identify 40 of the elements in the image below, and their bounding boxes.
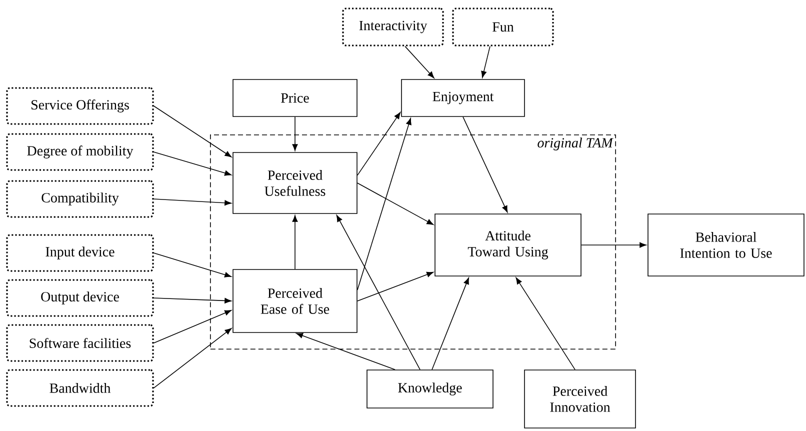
arrow — [357, 182, 434, 225]
factor-box: Fun — [452, 8, 554, 46]
arrow — [153, 106, 232, 158]
construct-box: Knowledge — [366, 370, 494, 408]
factor-box: Service Offerings — [6, 87, 154, 125]
arrow — [336, 214, 420, 370]
construct-box: Enjoyment — [401, 79, 525, 117]
arrow — [153, 310, 232, 344]
construct-box: Behavioral Intention to Use — [648, 214, 804, 276]
arrow — [296, 332, 396, 370]
arrow — [357, 112, 401, 176]
arrow — [481, 46, 490, 78]
arrow — [432, 278, 470, 370]
arrow — [153, 252, 232, 278]
factor-box: Compatibility — [6, 180, 154, 218]
factor-box: Output device — [6, 279, 154, 317]
factor-box: Interactivity — [342, 8, 444, 46]
construct-box: Perceived Innovation — [524, 370, 636, 428]
arrow — [153, 152, 232, 176]
construct-box: Perceived Ease of Use — [232, 269, 358, 333]
construct-box: Perceived Usefulness — [232, 152, 358, 214]
construct-box: Attitude Toward Using — [434, 214, 582, 276]
factor-box: Bandwidth — [6, 369, 154, 407]
arrow — [292, 215, 298, 270]
arrow — [516, 277, 576, 370]
factor-box: Input device — [6, 234, 154, 272]
arrow — [292, 116, 298, 151]
model-group-frame — [210, 134, 616, 350]
arrow — [153, 198, 232, 206]
arrow — [462, 116, 508, 212]
arrow — [357, 118, 412, 290]
factor-box: Degree of mobility — [6, 133, 154, 171]
arrow — [404, 46, 434, 78]
factor-box: Software facilities — [6, 324, 154, 362]
arrow — [581, 242, 646, 248]
arrow — [153, 328, 232, 388]
arrow — [357, 272, 434, 302]
arrow — [153, 298, 232, 304]
group-title: original TAM — [538, 138, 614, 150]
construct-box: Price — [232, 79, 358, 117]
